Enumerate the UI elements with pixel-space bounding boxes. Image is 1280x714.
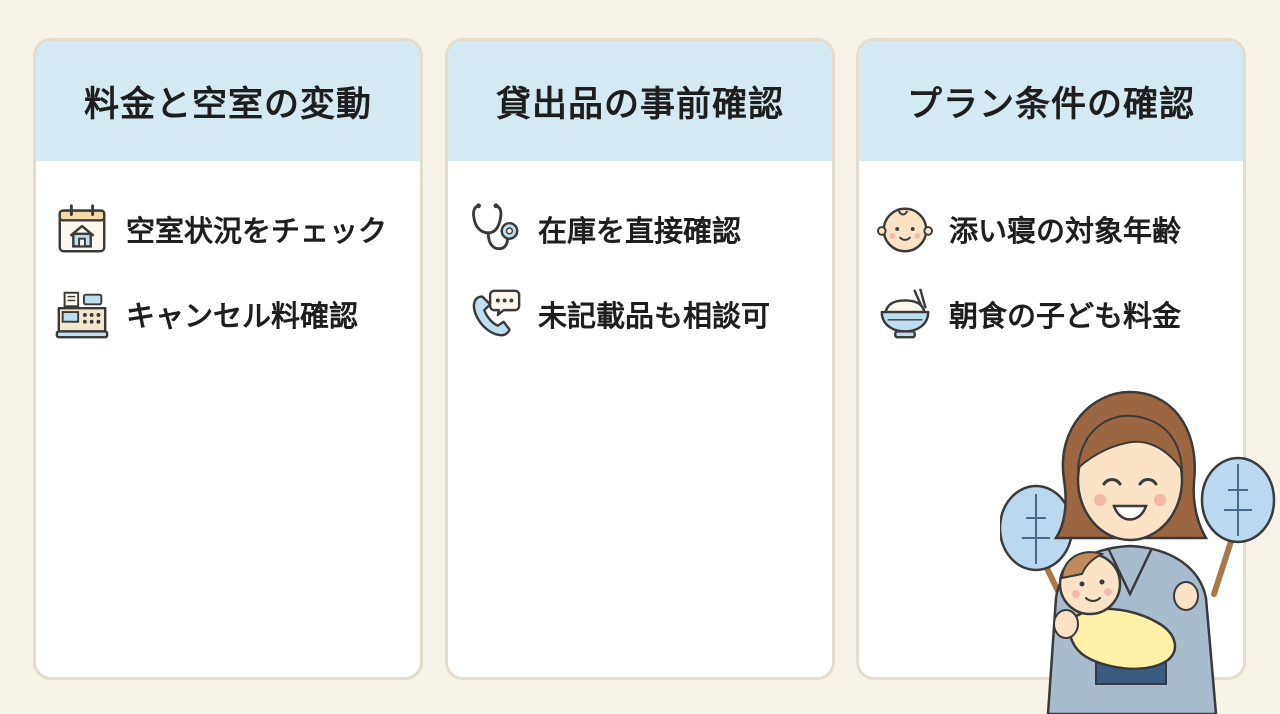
baby-face-icon: [875, 199, 935, 259]
list-item-label: 添い寝の対象年齢: [949, 214, 1182, 248]
list-item-label: 在庫を直接確認: [538, 214, 742, 248]
calendar-house-icon: [52, 199, 112, 259]
list-item-vacancy-check: 空室状況をチェック: [52, 199, 387, 259]
list-item-label: キャンセル料確認: [126, 299, 359, 333]
list-item-breakfast-fee: 朝食の子ども料金: [875, 284, 1181, 344]
card-rates-vacancy: 料金と空室の変動 空室状況をチェック: [33, 38, 423, 680]
card-title: 貸出品の事前確認: [495, 84, 784, 125]
card-rental-items: 貸出品の事前確認 在庫を直接確認 未記載品も相談可: [445, 38, 835, 680]
card-header: プラン条件の確認: [859, 41, 1243, 161]
rice-bowl-icon: [875, 284, 935, 344]
list-item-cancel-fee: キャンセル料確認: [52, 284, 358, 344]
list-item-cosleeping-age: 添い寝の対象年齢: [875, 199, 1181, 259]
list-item-label: 未記載品も相談可: [538, 299, 771, 333]
list-item-label: 朝食の子ども料金: [949, 299, 1182, 333]
baby-figure: [1058, 551, 1177, 671]
card-header: 貸出品の事前確認: [448, 41, 832, 161]
list-item-label: 空室状況をチェック: [126, 214, 388, 248]
list-item-stock-check: 在庫を直接確認: [464, 199, 741, 259]
card-header: 料金と空室の変動: [36, 41, 420, 161]
list-item-consult: 未記載品も相談可: [464, 284, 770, 344]
cash-register-icon: [52, 284, 112, 344]
uchiwa-fan-right-icon: [1200, 456, 1276, 597]
stethoscope-icon: [464, 199, 524, 259]
card-title: 料金と空室の変動: [83, 84, 372, 125]
mother-baby-illustration: [1000, 390, 1276, 714]
card-title: プラン条件の確認: [906, 84, 1195, 125]
phone-chat-icon: [464, 284, 524, 344]
